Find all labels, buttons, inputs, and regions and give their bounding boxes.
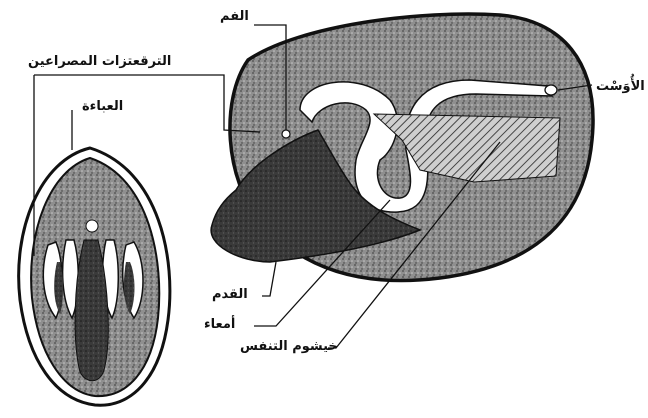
cross-section (19, 148, 170, 405)
label-intestine: أمعاء (204, 318, 235, 331)
label-gill: خيشوم التنفس (240, 340, 338, 353)
label-mouth: الفم (220, 10, 249, 23)
label-anus: الأُوَسْت (596, 80, 645, 93)
intestine-section (86, 220, 98, 232)
label-foot: القدم (212, 288, 248, 301)
leader-foot (262, 262, 276, 296)
label-tentacles: الترقعتزات المصراعين (28, 55, 171, 68)
side-view (211, 14, 593, 280)
mouth-marker (282, 130, 290, 138)
label-mantle: العباءة (82, 100, 123, 113)
anus-marker (545, 85, 557, 95)
